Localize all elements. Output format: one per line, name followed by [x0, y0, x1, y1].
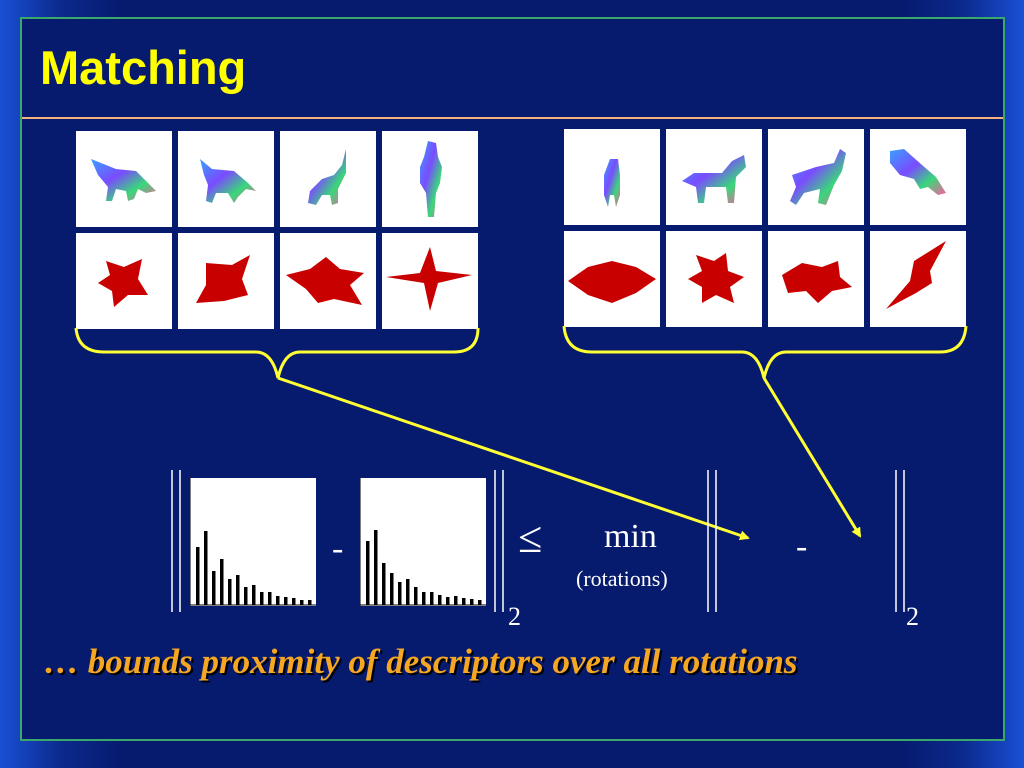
descriptor-blob-thumb-2: [178, 233, 274, 329]
histogram-1-bar-3: [212, 571, 216, 605]
histogram-2-bar-12: [454, 596, 458, 605]
slide-caption: … bounds proximity of descriptors over a…: [44, 642, 798, 681]
triceratops-icon: [420, 141, 442, 217]
triceratops-thumb-4: [382, 131, 478, 227]
histogram-2-bar-4: [390, 573, 394, 605]
descriptor-blob-thumb-7: [768, 231, 864, 327]
descriptor-blob-thumb-6: [666, 231, 762, 327]
dog-icon: [604, 159, 620, 207]
norm-subscript-right: 2: [906, 602, 919, 631]
histogram-1-bar-9: [260, 592, 264, 605]
histogram-1: [190, 478, 316, 606]
red-blob-icon: [568, 261, 656, 303]
histogram-1-bar-1: [196, 547, 200, 605]
dog-icon: [890, 149, 946, 195]
histogram-2: [360, 478, 486, 606]
red-blob-icon: [886, 241, 946, 309]
red-blob-icon: [386, 247, 472, 311]
dog-icon: [682, 155, 746, 203]
histogram-2-bar-6: [406, 579, 410, 605]
triceratops-thumb-2: [178, 131, 274, 227]
histogram-2-bar-8: [422, 592, 426, 605]
histogram-bars-1: [190, 478, 316, 606]
triceratops-icon: [91, 159, 156, 201]
descriptor-blob-thumb-3: [280, 233, 376, 329]
histogram-1-bar-6: [236, 575, 240, 605]
histogram-1-bar-14: [300, 600, 304, 605]
red-blob-icon: [688, 253, 744, 303]
red-blob-icon: [196, 255, 250, 303]
histogram-1-bar-11: [276, 596, 280, 605]
dog-icon: [790, 149, 846, 205]
histogram-2-bar-1: [366, 541, 370, 605]
slide-title: Matching: [40, 41, 247, 94]
norm-subscript-left: 2: [508, 602, 521, 631]
min-operator: min: [604, 518, 657, 555]
histogram-2-bar-10: [438, 595, 442, 605]
minus-sign-1: -: [332, 530, 344, 567]
red-blob-icon: [782, 261, 852, 303]
histogram-1-bar-4: [220, 559, 224, 605]
histogram-2-bar-3: [382, 563, 386, 605]
dog-thumb-1: [564, 129, 660, 225]
red-blob-icon: [286, 257, 364, 305]
dog-thumb-2: [666, 129, 762, 225]
histogram-bars-2: [360, 478, 486, 606]
histogram-2-bar-11: [446, 597, 450, 605]
histogram-1-bar-7: [244, 587, 248, 605]
minus-sign-2: -: [796, 528, 808, 565]
descriptor-blob-thumb-1: [76, 233, 172, 329]
min-subscript: (rotations): [576, 566, 668, 591]
histogram-1-bar-13: [292, 598, 296, 605]
histogram-2-bar-14: [470, 599, 474, 605]
histogram-1-bar-5: [228, 579, 232, 605]
triceratops-thumb-1: [76, 131, 172, 227]
histogram-1-bar-12: [284, 597, 288, 605]
triceratops-icon: [308, 149, 346, 205]
histogram-2-bar-7: [414, 587, 418, 605]
histogram-2-bar-9: [430, 592, 434, 605]
dog-thumb-3: [768, 129, 864, 225]
leq-symbol: ≤: [518, 513, 543, 562]
histogram-1-bar-15: [308, 600, 312, 605]
histogram-2-bar-15: [478, 600, 482, 605]
histogram-1-bar-8: [252, 585, 256, 605]
red-blob-icon: [98, 259, 148, 307]
title-divider: [22, 117, 1003, 119]
triceratops-thumb-3: [280, 131, 376, 227]
histogram-1-bar-2: [204, 531, 208, 605]
dog-thumb-4: [870, 129, 966, 225]
histogram-2-bar-2: [374, 530, 378, 605]
descriptor-blob-thumb-8: [870, 231, 966, 327]
histogram-2-bar-13: [462, 598, 466, 605]
descriptor-blob-thumb-4: [382, 233, 478, 329]
slide-frame: [20, 17, 1005, 741]
triceratops-icon: [200, 159, 256, 203]
descriptor-blob-thumb-5: [564, 231, 660, 327]
histogram-1-bar-10: [268, 592, 272, 605]
histogram-2-bar-5: [398, 582, 402, 605]
